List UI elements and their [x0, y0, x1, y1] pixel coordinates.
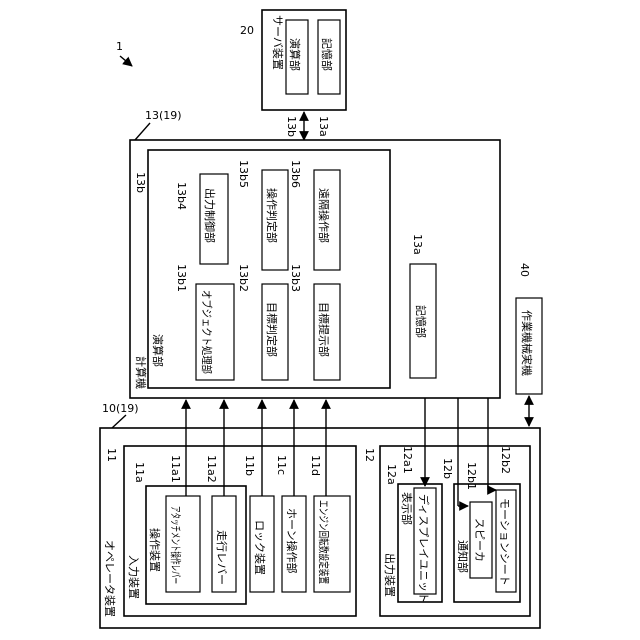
- module-ref-13b3: 13b3: [289, 264, 302, 292]
- operation-device-title: 操作装置: [148, 528, 162, 572]
- module-object-processing-label: オブジェクト処理部: [200, 290, 214, 374]
- notify-unit-ref: 12b: [441, 458, 454, 479]
- figure-number-arrow: [120, 56, 132, 66]
- travel-lever-ref: 11a2: [205, 455, 218, 483]
- engine-speed-ref: 11d: [309, 455, 322, 476]
- operator-device-title: オペレータ装置: [103, 540, 116, 617]
- computer-ref: 13(19): [145, 109, 182, 122]
- horn-control-ref: 11c: [275, 455, 288, 475]
- motion-seat-ref: 12b2: [499, 446, 512, 474]
- module-ref-13b5: 13b5: [237, 160, 250, 188]
- operator-device-ref-leader: [112, 415, 126, 428]
- lock-device-label: ロック装置: [253, 520, 266, 575]
- display-screen-ref: 12a1: [401, 446, 414, 474]
- travel-lever-label: 走行レバー: [215, 530, 228, 585]
- module-target-judgment-label: 目標判定部: [265, 302, 279, 357]
- server-ref: 20: [240, 24, 254, 37]
- figure-number: 1: [116, 40, 123, 53]
- module-ref-13b4: 13b4: [175, 182, 188, 210]
- engine-speed-label: エンジン回転数設定装置: [317, 500, 331, 584]
- work-machine-ref: 40: [518, 263, 531, 277]
- output-device-title: 出力装置: [383, 553, 397, 597]
- module-ref-13b1: 13b1: [175, 264, 188, 292]
- server-storage-ref: 13a: [317, 116, 330, 137]
- computer-ref-leader: [135, 123, 150, 140]
- display-unit-title: 表示部: [400, 492, 414, 525]
- input-device-title: 入力装置: [127, 555, 140, 599]
- display-screen-label: ディスプレイユニット: [417, 494, 431, 603]
- calc-unit-ref: 13b: [134, 172, 147, 193]
- module-output-control-label: 出力制御部: [203, 188, 217, 243]
- computer-storage-ref: 13a: [411, 234, 424, 255]
- server-title: サーバ装置: [271, 15, 284, 70]
- work-machine-label: 作業機械実機: [520, 310, 534, 376]
- computer-storage-label: 記憶部: [414, 305, 428, 338]
- module-operation-judgment-label: 操作判定部: [265, 188, 279, 243]
- speaker-ref: 12b1: [465, 462, 478, 490]
- module-ref-13b2: 13b2: [237, 264, 250, 292]
- attachment-lever-label: アタッチメント操作レバー: [169, 506, 183, 584]
- module-target-presentation-label: 目標提示部: [317, 302, 331, 357]
- display-unit-ref: 12a: [385, 464, 398, 485]
- operator-device-ref: 10(19): [102, 402, 139, 415]
- input-device-ref: 11: [105, 448, 118, 462]
- module-ref-13b6: 13b6: [289, 160, 302, 188]
- horn-control-label: ホーン操作部: [285, 508, 299, 573]
- lock-device-ref: 11b: [243, 455, 256, 476]
- server-calc-label: 演算部: [288, 38, 302, 71]
- server-calc-ref: 13b: [285, 116, 298, 137]
- module-remote-operation-label: 遠隔操作部: [317, 188, 331, 243]
- output-device-ref: 12: [363, 448, 376, 462]
- calc-unit-title: 演算部: [151, 334, 165, 367]
- attachment-lever-ref: 11a1: [169, 455, 182, 483]
- motion-seat-label: モーションシート: [498, 498, 511, 586]
- speaker-label: スピーカ: [473, 518, 486, 562]
- computer-title: 計算機: [134, 356, 148, 389]
- operation-device-ref: 11a: [133, 462, 146, 483]
- server-storage-label: 記憶部: [320, 38, 334, 71]
- notify-unit-title: 通知部: [456, 540, 470, 573]
